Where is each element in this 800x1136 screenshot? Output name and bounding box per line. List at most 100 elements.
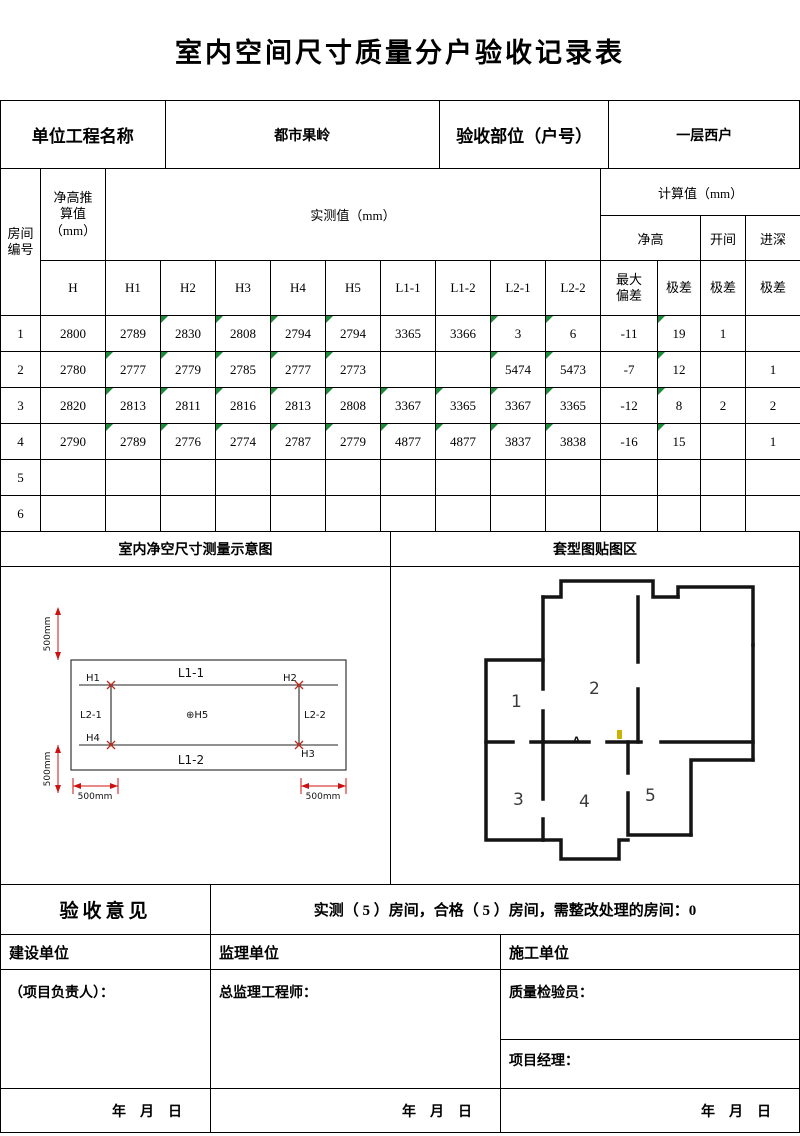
- builder-unit-column: 施工单位 质量检验员： 项目经理： 年 月 日: [501, 935, 799, 1132]
- value-cell: 2813: [270, 387, 326, 424]
- height-estimate-header: 净高推 算值 （mm）: [40, 168, 106, 261]
- corner-x-markers: [106, 680, 304, 750]
- value-cell: 2811: [160, 387, 216, 424]
- value-cell: [745, 315, 800, 352]
- builder-unit-title: 施工单位: [501, 935, 799, 970]
- room-label-4: 4: [579, 792, 590, 812]
- value-cell: 2789: [105, 315, 161, 352]
- value-cell: [160, 459, 216, 496]
- project-manager-label: 项目经理：: [509, 1054, 579, 1069]
- location-value: 一层西户: [676, 128, 733, 144]
- value-cell: 3367: [380, 387, 436, 424]
- label-l1-1: L1-1: [178, 666, 204, 680]
- value-cell: [745, 495, 800, 532]
- value-cell: -16: [600, 423, 659, 460]
- value-cell: 8: [657, 387, 702, 424]
- value-cell: 2779: [325, 423, 381, 460]
- label-l2-1: L2-1: [80, 710, 102, 721]
- dimension-bottom-1: 500mm: [72, 778, 119, 802]
- value-cell: [435, 495, 491, 532]
- value-cell: 3: [490, 315, 546, 352]
- floorplan-section-title: 套型图贴图区: [553, 543, 637, 558]
- supervision-unit-title: 监理单位: [211, 935, 500, 970]
- col-header-max-deviation: 最大 偏差: [600, 260, 659, 316]
- label-l2-2: L2-2: [304, 710, 326, 721]
- col-header-H5: H5: [325, 260, 381, 316]
- col-header-L1-1: L1-1: [380, 260, 436, 316]
- room-number-cell: 5: [0, 459, 41, 496]
- value-cell: 6: [544, 315, 602, 352]
- col-header-L1-2: L1-2: [435, 260, 491, 316]
- room-number-cell: 3: [0, 387, 41, 424]
- builder-date: 年 月 日: [501, 1088, 799, 1132]
- value-cell: [700, 351, 747, 388]
- section-header-row: 室内净空尺寸测量示意图 套型图贴图区: [0, 532, 800, 567]
- label-h3: H3: [301, 749, 315, 760]
- value-cell: -12: [600, 387, 659, 424]
- value-cell: [270, 459, 326, 496]
- value-cell: [160, 495, 216, 532]
- floorplan-cell: 1 2 3 4 5 A: [391, 567, 800, 884]
- construction-unit-title: 建设单位: [1, 935, 210, 970]
- value-cell: 4877: [435, 423, 491, 460]
- value-cell: -11: [600, 315, 659, 352]
- location-label: 验收部位（户号）: [440, 101, 610, 168]
- schematic-section-title: 室内净空尺寸测量示意图: [1, 532, 391, 566]
- construction-sign-space: [1, 1040, 210, 1088]
- room-number-cell: 6: [0, 495, 41, 532]
- value-cell: 3838: [544, 423, 602, 460]
- value-cell: [325, 459, 381, 496]
- plan-marker-dot: [617, 730, 622, 739]
- value-cell: [435, 459, 491, 496]
- room-label-3: 3: [513, 790, 524, 810]
- svg-text:500mm: 500mm: [306, 792, 341, 802]
- opinion-row: 验收意见 实测（ 5 ）房间，合格（ 5 ）房间，需整改处理的房间：0: [0, 885, 800, 935]
- value-cell: 2777: [270, 351, 326, 388]
- value-cell: 2813: [105, 387, 161, 424]
- value-cell: [700, 459, 747, 496]
- construction-unit-column: 建设单位 （项目负责人）： 年 月 日: [1, 935, 211, 1132]
- col-header-range-bay: 极差: [700, 260, 747, 316]
- dimension-bottom-2: 500mm: [300, 778, 347, 802]
- value-cell: [215, 495, 271, 532]
- value-cell: 3366: [435, 315, 491, 352]
- value-cell: 15: [657, 423, 702, 460]
- col-header-range-height: 极差: [657, 260, 702, 316]
- value-cell: 2808: [325, 387, 381, 424]
- plan-marker-a: A: [573, 736, 580, 746]
- value-cell: 2794: [270, 315, 326, 352]
- value-cell: [657, 459, 702, 496]
- value-cell: [105, 495, 161, 532]
- value-cell: 2777: [105, 351, 161, 388]
- project-name-value: 都市果岭: [166, 101, 440, 168]
- construction-role-label: （项目负责人）：: [9, 986, 114, 1001]
- value-cell: [215, 459, 271, 496]
- value-cell: 1: [745, 351, 800, 388]
- floorplan-walls: [484, 579, 755, 861]
- col-header-H2: H2: [160, 260, 216, 316]
- value-cell: 2816: [215, 387, 271, 424]
- value-cell: [380, 351, 436, 388]
- value-cell: [490, 459, 546, 496]
- value-cell: 2808: [215, 315, 271, 352]
- value-cell: 2: [700, 387, 747, 424]
- value-cell: 2776: [160, 423, 216, 460]
- room-label-2: 2: [589, 679, 600, 699]
- value-cell: [435, 351, 491, 388]
- supervision-sign-space: [211, 1040, 500, 1088]
- value-cell: 2: [745, 387, 800, 424]
- col-header-H4: H4: [270, 260, 326, 316]
- measurements-table: 房间 编号 净高推 算值 （mm） 实测值（mm） 计算值（mm） 净高 开间 …: [0, 168, 800, 532]
- value-cell: [657, 495, 702, 532]
- value-cell: 4877: [380, 423, 436, 460]
- calc-group-net-height: 净高: [600, 215, 702, 261]
- label-h5: ⊕H5: [186, 710, 208, 721]
- value-cell: [544, 459, 602, 496]
- room-label-1: 1: [511, 692, 522, 712]
- value-cell: 3837: [490, 423, 546, 460]
- room-label-5: 5: [645, 786, 656, 806]
- label-l1-2: L1-2: [178, 753, 204, 767]
- value-cell: 2780: [40, 351, 106, 388]
- value-cell: 5473: [544, 351, 602, 388]
